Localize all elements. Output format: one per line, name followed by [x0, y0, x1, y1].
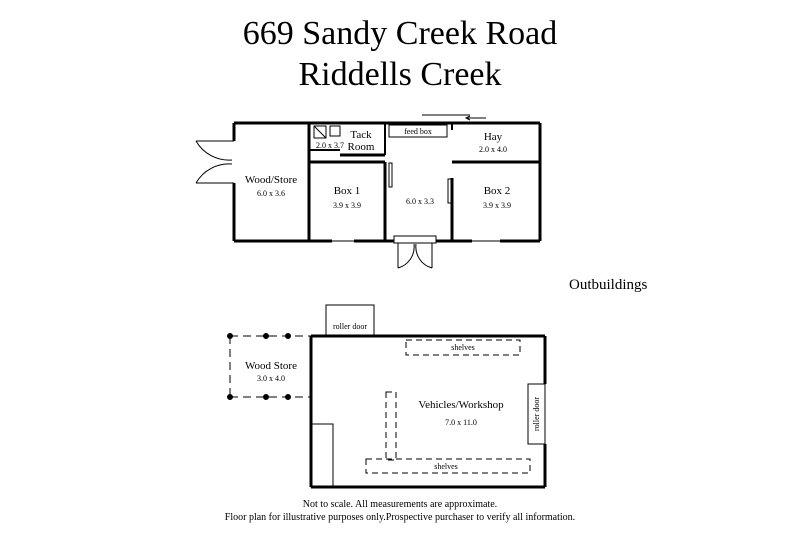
room-label-tack-2: Room [348, 141, 375, 153]
shed-building-walls [309, 304, 547, 489]
left-double-door [195, 140, 234, 184]
room-size-hay: 2.0 x 4.0 [479, 145, 507, 154]
bottom-double-door [393, 235, 437, 269]
shelves-top-label: shelves [451, 343, 475, 352]
roller-door-side-label: roller door [532, 397, 541, 431]
outbuildings-label: Outbuildings [569, 277, 648, 293]
shed-wood-store [227, 333, 311, 400]
room-label-box1: Box 1 [334, 185, 361, 197]
room-size-wood-store: 6.0 x 3.6 [257, 189, 285, 198]
address-title: 669 Sandy Creek Road [242, 15, 558, 52]
room-label-shed-wood-store: Wood Store [245, 360, 297, 372]
room-label-wood-store: Wood/Store [245, 174, 297, 186]
room-label-box2: Box 2 [484, 185, 511, 197]
room-size-box2: 3.9 x 3.9 [483, 201, 511, 210]
stable-building-walls [232, 114, 542, 243]
room-size-tack: 2.0 x 3.7 [316, 141, 344, 150]
room-size-box1: 3.9 x 3.9 [333, 201, 361, 210]
room-size-center: 6.0 x 3.3 [406, 197, 434, 206]
room-label-workshop: Vehicles/Workshop [418, 399, 504, 411]
disclaimer-line-1: Not to scale. All measurements are appro… [302, 499, 498, 510]
room-label-tack-1: Tack [350, 129, 372, 141]
suburb-title: Riddells Creek [298, 56, 502, 93]
room-label-hay: Hay [484, 131, 503, 143]
shelves-bottom-label: shelves [434, 462, 458, 471]
room-size-workshop: 7.0 x 11.0 [445, 418, 477, 427]
feed-box-label: feed box [404, 127, 432, 136]
roller-door-top-label: roller door [333, 322, 367, 331]
room-size-shed-wood-store: 3.0 x 4.0 [257, 374, 285, 383]
disclaimer-line-2: Floor plan for illustrative purposes onl… [224, 512, 576, 523]
